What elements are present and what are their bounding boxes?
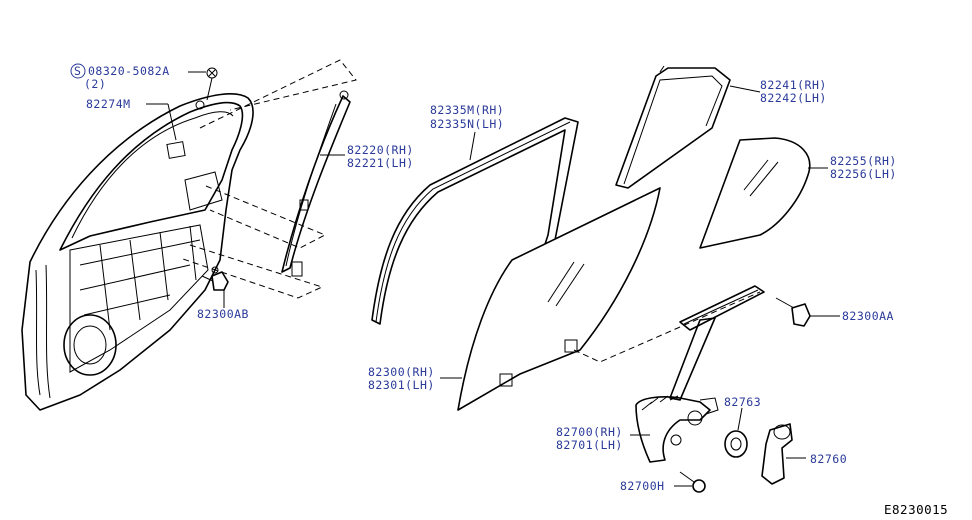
- dash-guide-glass: [573, 291, 761, 363]
- label-sash-lh: 82221(LH): [347, 156, 414, 170]
- screw-symbol: S: [70, 63, 86, 79]
- regulator-part: [630, 285, 765, 463]
- door-panel: [21, 93, 254, 411]
- label-bolt-h: 82700H: [620, 479, 665, 493]
- reference-code: E8230015: [884, 502, 948, 517]
- label-bolt-screw-qty: (2): [84, 77, 106, 91]
- partition-glass-part: [699, 137, 828, 249]
- sash-part: [281, 90, 351, 277]
- label-regulator-lh: 82701(LH): [556, 438, 623, 452]
- screw-part: [188, 67, 218, 101]
- label-sash-rh: 82220(RH): [347, 143, 414, 157]
- label-rear-sash-rh: 82241(RH): [760, 78, 827, 92]
- handle-part: [761, 423, 806, 485]
- label-clip: 82274M: [86, 97, 131, 111]
- bolt-ab-part: [201, 271, 229, 308]
- screw-symbol-letter: S: [74, 64, 81, 78]
- label-bolt-screw: 08320-5082A: [88, 64, 170, 78]
- label-glass-lh: 82301(LH): [368, 378, 435, 392]
- escutcheon-part: [724, 407, 748, 458]
- door-glass-part: [457, 187, 761, 411]
- bolt-h-part: [674, 471, 706, 493]
- label-regulator-rh: 82700(RH): [556, 425, 623, 439]
- label-partition-glass-rh: 82255(RH): [830, 154, 897, 168]
- label-partition-glass-lh: 82256(LH): [830, 167, 897, 181]
- label-bolt-ab: 82300AB: [197, 307, 249, 321]
- label-glass-rh: 82300(RH): [368, 365, 435, 379]
- label-bolt-aa: 82300AA: [842, 309, 894, 323]
- bolt-aa-part: [775, 297, 840, 327]
- rear-sash-part: [615, 65, 761, 189]
- label-handle: 82760: [810, 452, 847, 466]
- label-escutcheon: 82763: [724, 395, 761, 409]
- dash-guide-2: [205, 185, 327, 249]
- label-run-lh: 82335N(LH): [430, 117, 504, 131]
- dash-guide-3: [179, 244, 324, 299]
- label-run-rh: 82335M(RH): [430, 103, 504, 117]
- clip-leader-2: [167, 103, 177, 141]
- label-rear-sash-lh: 82242(LH): [760, 91, 827, 105]
